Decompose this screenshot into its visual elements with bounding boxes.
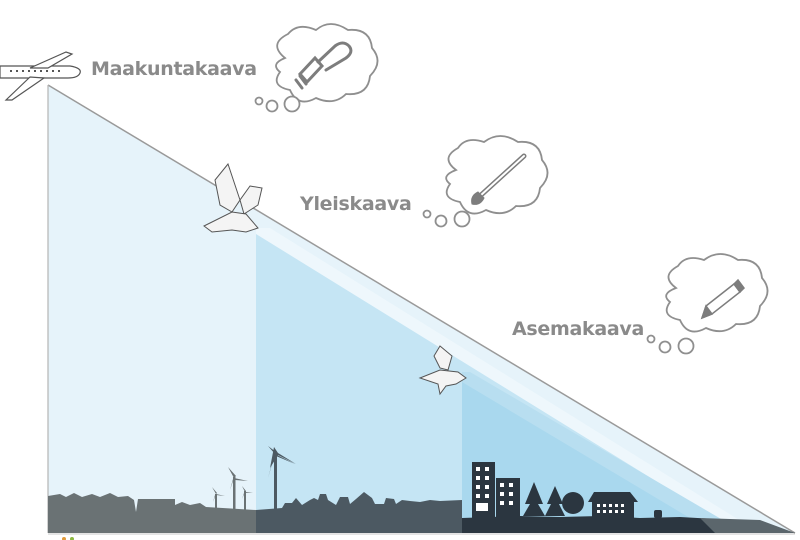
tree-3 [562, 492, 584, 514]
eagle-icon [203, 162, 263, 233]
thought-cloud-1 [254, 23, 379, 113]
paintbrush-icon [471, 153, 527, 205]
small-bird-icon [418, 345, 467, 396]
paint-roller-brush-icon [294, 41, 353, 90]
thought-cloud-3 [646, 253, 769, 355]
building-windows [476, 467, 624, 513]
level-label-maakuntakaava: Maakuntakaava [91, 58, 257, 80]
ground-wedge-right [700, 518, 795, 533]
level-label-yleiskaava: Yleiskaava [300, 193, 412, 215]
apartment-building [592, 500, 634, 518]
middle-view-triangle [256, 234, 740, 533]
hypotenuse-line [47, 84, 796, 534]
tree-1 [523, 482, 545, 516]
airplane-icon [0, 51, 81, 101]
rural-skyline [48, 467, 256, 533]
apartment-roof [588, 492, 638, 502]
town-skyline [256, 446, 462, 533]
logo-dot-green [70, 537, 74, 540]
inner-view-triangle [462, 382, 715, 533]
logo-dot-orange [62, 537, 66, 540]
level-label-asemakaava: Asemakaava [512, 318, 645, 340]
pencil-icon [700, 278, 745, 320]
mid-building [496, 478, 520, 518]
thought-cloud-2 [422, 135, 549, 228]
tram [654, 510, 662, 518]
tree-2 [545, 486, 565, 516]
